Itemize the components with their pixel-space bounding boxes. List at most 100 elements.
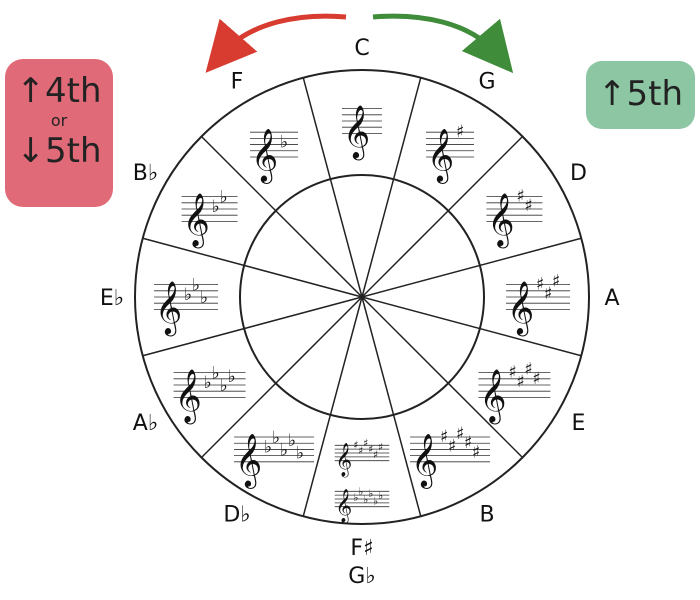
divider-line bbox=[200, 296, 363, 459]
flat-icon: ♭ bbox=[353, 492, 358, 504]
key-label-3: D bbox=[570, 161, 587, 186]
key-signature-e: 𝄞♯♯♯♯ bbox=[478, 360, 551, 424]
treble-clef-icon: 𝄞 bbox=[175, 368, 202, 424]
flat-icon: ♭ bbox=[363, 494, 368, 506]
key-signature-b: 𝄞♯♯♯♯♯ bbox=[410, 424, 490, 488]
sharp-icon: ♯ bbox=[524, 360, 532, 380]
treble-clef-icon: 𝄞 bbox=[335, 443, 352, 477]
treble-clef-icon: 𝄞 bbox=[343, 104, 370, 160]
flat-icon: ♭ bbox=[368, 488, 373, 500]
sharp-icon: ♯ bbox=[456, 424, 464, 444]
divider-line bbox=[142, 237, 363, 298]
treble-clef-icon: 𝄞 bbox=[183, 192, 210, 248]
flat-icon: ♭ bbox=[212, 197, 220, 217]
flat-icon: ♭ bbox=[358, 486, 363, 498]
flat-icon: ♭ bbox=[264, 437, 272, 457]
key-signature-f-sharp-g-flat-sharps: 𝄞♯♯♯♯♯♯ bbox=[334, 437, 390, 477]
key-signature-a: 𝄞♯♯♯ bbox=[506, 272, 570, 336]
treble-clef-icon: 𝄞 bbox=[479, 368, 506, 424]
divider-line bbox=[302, 296, 363, 517]
key-label-10: E♭ bbox=[100, 286, 124, 311]
treble-clef-icon: 𝄞 bbox=[411, 432, 438, 488]
badge-left-line2: or bbox=[50, 111, 68, 130]
sharp-icon: ♯ bbox=[532, 369, 540, 389]
key-signature-e-flat: 𝄞♭♭♭ bbox=[154, 276, 218, 336]
divider-line bbox=[361, 296, 524, 459]
treble-clef-icon: 𝄞 bbox=[335, 489, 352, 523]
sharp-icon: ♯ bbox=[373, 449, 378, 461]
flat-icon: ♭ bbox=[272, 428, 280, 448]
sharp-icon: ♯ bbox=[508, 363, 516, 383]
flat-icon: ♭ bbox=[212, 364, 220, 384]
divider-line bbox=[200, 135, 363, 298]
treble-clef-icon: 𝄞 bbox=[487, 192, 514, 248]
key-signature-c: 𝄞 bbox=[342, 104, 382, 160]
flat-icon: ♭ bbox=[200, 288, 208, 308]
key-label-7: F♯ bbox=[350, 536, 373, 561]
divider-line bbox=[302, 77, 363, 298]
key-label-5: E bbox=[572, 411, 586, 436]
divider-line bbox=[361, 135, 524, 298]
sharp-icon: ♯ bbox=[544, 284, 552, 304]
flat-icon: ♭ bbox=[192, 276, 200, 296]
badge-left-line1: ↑4th bbox=[16, 71, 102, 111]
flat-icon: ♭ bbox=[296, 444, 304, 464]
divider-line bbox=[361, 296, 422, 517]
key-label-2: G bbox=[478, 69, 495, 94]
flat-icon: ♭ bbox=[373, 496, 378, 508]
sharp-icon: ♯ bbox=[353, 439, 358, 451]
sharp-icon: ♯ bbox=[524, 196, 532, 216]
sharp-icon: ♯ bbox=[552, 272, 560, 292]
sharp-icon: ♯ bbox=[363, 437, 368, 449]
sharp-icon: ♯ bbox=[516, 187, 524, 207]
sharp-icon: ♯ bbox=[368, 443, 373, 455]
divider-line bbox=[142, 296, 363, 357]
key-signature-d: 𝄞♯♯ bbox=[486, 187, 543, 248]
divider-line bbox=[361, 77, 422, 298]
flat-icon: ♭ bbox=[228, 367, 236, 387]
fourth-up-fifth-down-badge: ↑4th or ↓5th bbox=[5, 59, 113, 207]
flat-icon: ♭ bbox=[204, 373, 212, 393]
key-signature-a-flat: 𝄞♭♭♭♭ bbox=[173, 364, 246, 424]
sharp-icon: ♯ bbox=[378, 441, 383, 453]
key-label-12: F bbox=[231, 69, 244, 94]
fifth-up-badge: ↑5th bbox=[586, 61, 695, 129]
treble-clef-icon: 𝄞 bbox=[235, 432, 262, 488]
sharp-icon: ♯ bbox=[358, 445, 363, 457]
key-label-6: B bbox=[479, 503, 494, 528]
treble-clef-icon: 𝄞 bbox=[427, 128, 454, 184]
sharp-icon: ♯ bbox=[536, 275, 544, 295]
flat-icon: ♭ bbox=[220, 188, 228, 208]
treble-clef-icon: 𝄞 bbox=[155, 280, 182, 336]
sharp-icon: ♯ bbox=[464, 433, 472, 453]
sharp-icon: ♯ bbox=[440, 427, 448, 447]
flat-icon: ♭ bbox=[378, 490, 383, 502]
divider-line bbox=[361, 296, 582, 357]
key-label-7-alt: G♭ bbox=[348, 564, 375, 589]
key-label-8: D♭ bbox=[223, 503, 250, 528]
flat-icon: ♭ bbox=[288, 431, 296, 451]
key-label-9: A♭ bbox=[133, 411, 158, 436]
sharp-icon: ♯ bbox=[516, 372, 524, 392]
counterclockwise-arrow bbox=[205, 13, 347, 73]
treble-clef-icon: 𝄞 bbox=[251, 128, 278, 184]
flat-icon: ♭ bbox=[220, 376, 228, 396]
key-label-4: A bbox=[604, 286, 619, 311]
flat-icon: ♭ bbox=[280, 133, 288, 153]
treble-clef-icon: 𝄞 bbox=[507, 280, 534, 336]
key-signature-g: 𝄞♯ bbox=[426, 122, 474, 184]
flat-icon: ♭ bbox=[280, 441, 288, 461]
key-label-11: B♭ bbox=[133, 161, 158, 186]
inner-circle bbox=[239, 174, 485, 420]
badge-left-line3: ↓5th bbox=[16, 131, 102, 171]
sharp-icon: ♯ bbox=[456, 122, 464, 142]
key-signature-d-flat: 𝄞♭♭♭♭♭ bbox=[234, 428, 314, 488]
key-signature-f: 𝄞♭ bbox=[250, 128, 298, 184]
sharp-icon: ♯ bbox=[472, 443, 480, 463]
flat-icon: ♭ bbox=[184, 285, 192, 305]
divider-line bbox=[361, 237, 582, 298]
key-label-1: C bbox=[354, 36, 369, 61]
badge-right-text: ↑5th bbox=[598, 74, 683, 114]
